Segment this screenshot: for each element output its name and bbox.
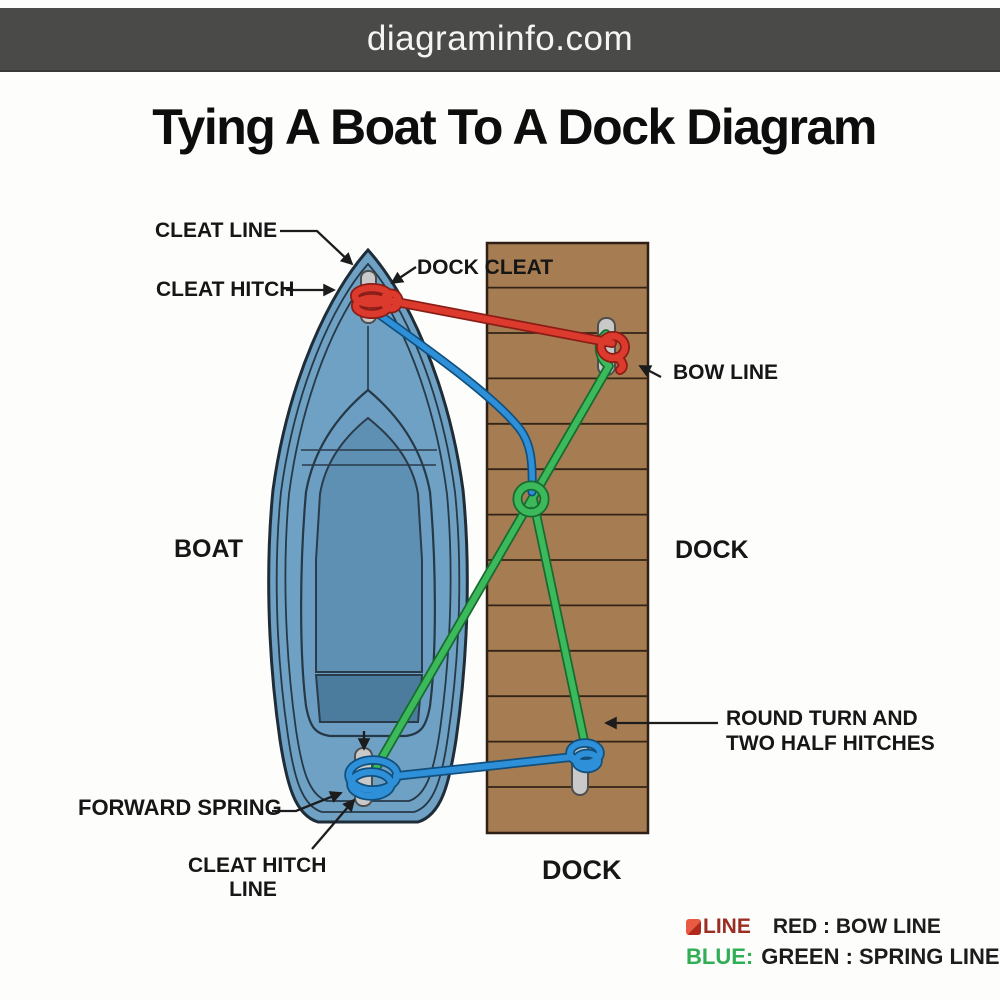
- site-header-bar: diagraminfo.com: [0, 8, 1000, 72]
- boat-gunwale-inner-1: [275, 262, 461, 813]
- label-round-turn-two-half-hitches: ROUND TURN AND TWO HALF HITCHES: [726, 706, 935, 756]
- label-boat: BOAT: [174, 535, 243, 563]
- label-cleat-hitch-line-row1: CLEAT HITCH: [188, 854, 327, 877]
- boat: [267, 247, 469, 824]
- label-cleat-line: CLEAT LINE: [155, 219, 278, 242]
- legend-green-text: GREEN : SPRING LINE: [761, 944, 1000, 969]
- label-bow-line: BOW LINE: [673, 361, 778, 384]
- red-line-chip-icon: [686, 919, 701, 935]
- boat-thwart: [301, 449, 437, 466]
- boat-seat: [314, 674, 424, 723]
- dock-planks: [487, 286, 648, 788]
- boat-inner-panel: [315, 416, 423, 673]
- callout-arrows: [272, 229, 718, 850]
- bow-line-arrow: [638, 364, 662, 379]
- bow-line-red: [350, 283, 630, 375]
- label-forward-spring: FORWARD SPRING: [78, 795, 282, 820]
- label-round-turn-row1: ROUND TURN AND: [726, 707, 918, 730]
- cleat-hitch-line-blue-lower: [344, 738, 605, 801]
- label-dock-cleat: DOCK CLEAT: [417, 256, 554, 279]
- legend-row-green: BLUE: GREEN : SPRING LINE: [686, 944, 1000, 970]
- label-cleat-hitch: CLEAT HITCH: [156, 278, 295, 301]
- round-turn-knot: [512, 480, 550, 518]
- site-name: diagraminfo.com: [366, 19, 634, 58]
- cleat-line-arrow: [280, 229, 354, 266]
- spring-line-green: [371, 329, 614, 773]
- label-cleat-hitch-line-row2: LINE: [229, 878, 277, 901]
- color-legend: LINE RED : BOW LINE BLUE: GREEN : SPRING…: [686, 915, 1000, 975]
- dock-cleat-arrow: [390, 266, 417, 285]
- page-title: Tying A Boat To A Dock Diagram: [152, 99, 877, 155]
- forward-spring-arrow: [272, 791, 343, 813]
- label-dock-right: DOCK: [675, 536, 749, 564]
- cleat-hitch-line-arrow: [311, 798, 356, 850]
- legend-red-prefix: LINE: [703, 915, 751, 938]
- legend-green-prefix: BLUE:: [686, 944, 754, 969]
- label-cleat-hitch-line: CLEAT HITCH LINE: [188, 854, 327, 902]
- cleat-line-blue-upper: [372, 308, 537, 497]
- legend-row-red: LINE RED : BOW LINE: [686, 915, 1000, 939]
- legend-red-text: RED : BOW LINE: [772, 915, 941, 938]
- label-dock-bottom: DOCK: [542, 855, 622, 885]
- label-round-turn-row2: TWO HALF HITCHES: [726, 732, 935, 755]
